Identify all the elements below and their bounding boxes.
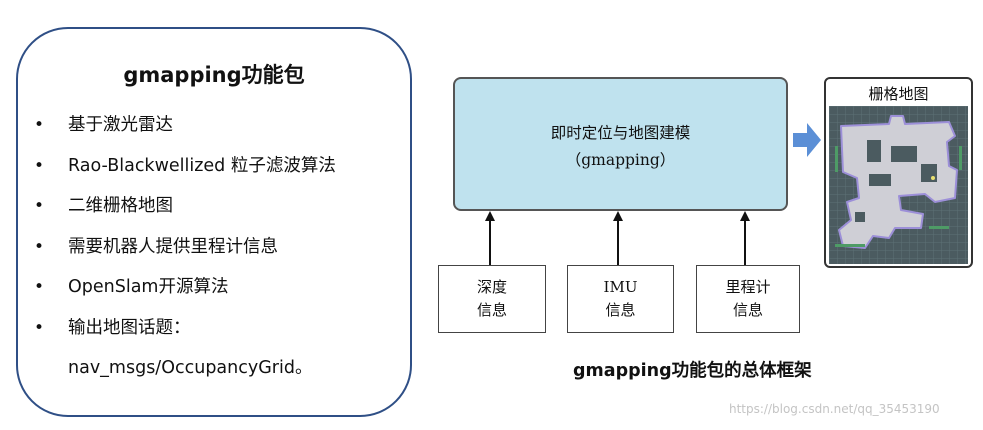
feature-text: 基于激光雷达 [68,115,173,135]
bullet-icon: • [34,277,45,297]
bullet-icon: • [34,317,45,338]
bullet-icon: • [34,115,45,135]
feature-text: 需要机器人提供里程计信息 [68,236,278,257]
feature-text: nav_msgs/OccupancyGrid。 [68,358,313,378]
panel-title: gmapping功能包 [123,63,305,87]
feature-text: 输出地图话题： [68,317,191,338]
diagram-caption: gmapping功能包的总体框架 [573,361,812,381]
imu-input-node: IMU 信息 [567,265,674,333]
odometry-input-node: 里程计 信息 [696,265,800,333]
feature-text: 二维栅格地图 [68,196,173,216]
feature-text: OpenSlam开源算法 [68,277,229,297]
gmapping-feature-panel: gmapping功能包 • 基于激光雷达 • Rao-Blackwellized… [16,27,412,417]
output-arrow-icon [793,123,821,157]
bullet-icon: • [34,196,45,216]
watermark-url: https://blog.csdn.net/qq_35453190 [729,402,940,416]
occupancy-grid-map-image [829,106,968,264]
imu-label: IMU [603,278,638,296]
bullet-icon: • [34,236,45,257]
main-node-sublabel: （gmapping） [565,151,676,169]
depth-input-node: 深度 信息 [438,265,546,333]
odometry-sublabel: 信息 [732,301,763,319]
main-node-label: 即时定位与地图建模 [550,124,691,142]
depth-sublabel: 信息 [476,301,507,319]
slam-main-node: 即时定位与地图建模 （gmapping） [453,77,788,211]
bullet-icon: • [34,155,45,176]
feature-text: Rao-Blackwellized 粒子滤波算法 [68,155,336,176]
map-title: 栅格地图 [868,85,929,103]
odometry-label: 里程计 [725,278,771,296]
grid-map-output: 栅格地图 [824,77,973,268]
imu-sublabel: 信息 [605,301,636,319]
depth-label: 深度 [476,278,507,296]
